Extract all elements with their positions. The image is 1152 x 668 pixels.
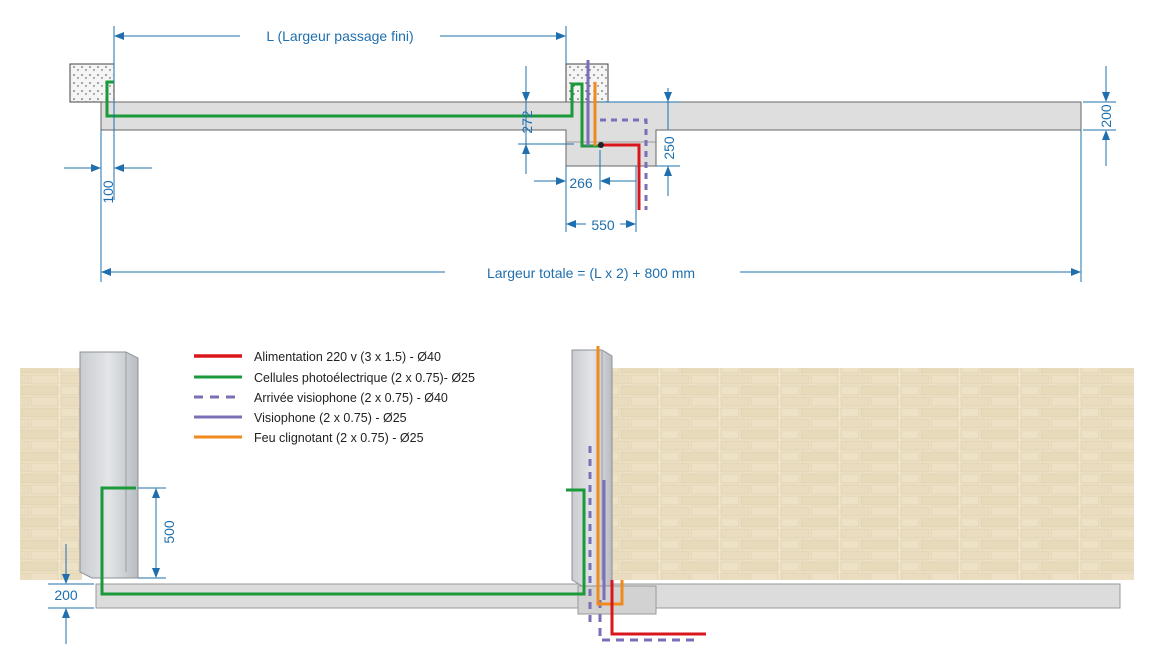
dim-550: 550 — [591, 217, 615, 233]
cable-visiophone-arrival-top — [600, 118, 648, 210]
legend-visiophone-arrival: Arrivée visiophone (2 x 0.75) - Ø40 — [254, 391, 448, 405]
cable-power — [610, 580, 706, 636]
dim-500: 500 — [161, 520, 177, 544]
cable-flasher — [596, 346, 624, 606]
legend: Alimentation 220 v (3 x 1.5) - Ø40 Cellu… — [194, 350, 475, 445]
right-pillar — [571, 349, 613, 587]
legend-photocell: Cellules photoélectrique (2 x 0.75)- Ø25 — [254, 371, 475, 385]
dim-250: 250 — [661, 136, 677, 160]
top-view: L (Largeur passage fini) 100 272 266 550 — [64, 26, 1116, 282]
label-passage-width: L (Largeur passage fini) — [266, 28, 413, 44]
stone-wall-left — [20, 368, 82, 580]
legend-flasher: Feu clignotant (2 x 0.75) - Ø25 — [254, 431, 424, 445]
stone-wall-right — [612, 368, 1134, 580]
elevation-view: 500 200 — [20, 346, 1134, 644]
dim-266: 266 — [569, 175, 593, 191]
cable-power-top — [600, 143, 641, 210]
dim-272: 272 — [519, 110, 535, 134]
dim-100: 100 — [100, 180, 116, 204]
foundation-slab-top — [100, 101, 1082, 167]
dim-200-bottom: 200 — [54, 587, 78, 603]
dim-200-top: 200 — [1098, 104, 1114, 128]
cable-photocell-top-2 — [578, 82, 600, 148]
cable-photocell-left — [100, 486, 586, 596]
cable-photocell-top — [105, 80, 578, 118]
legend-visiophone: Visiophone (2 x 0.75) - Ø25 — [254, 411, 407, 425]
legend-power: Alimentation 220 v (3 x 1.5) - Ø40 — [254, 350, 441, 364]
label-total-width: Largeur totale = (L x 2) + 800 mm — [487, 265, 695, 281]
left-pillar — [79, 351, 139, 579]
